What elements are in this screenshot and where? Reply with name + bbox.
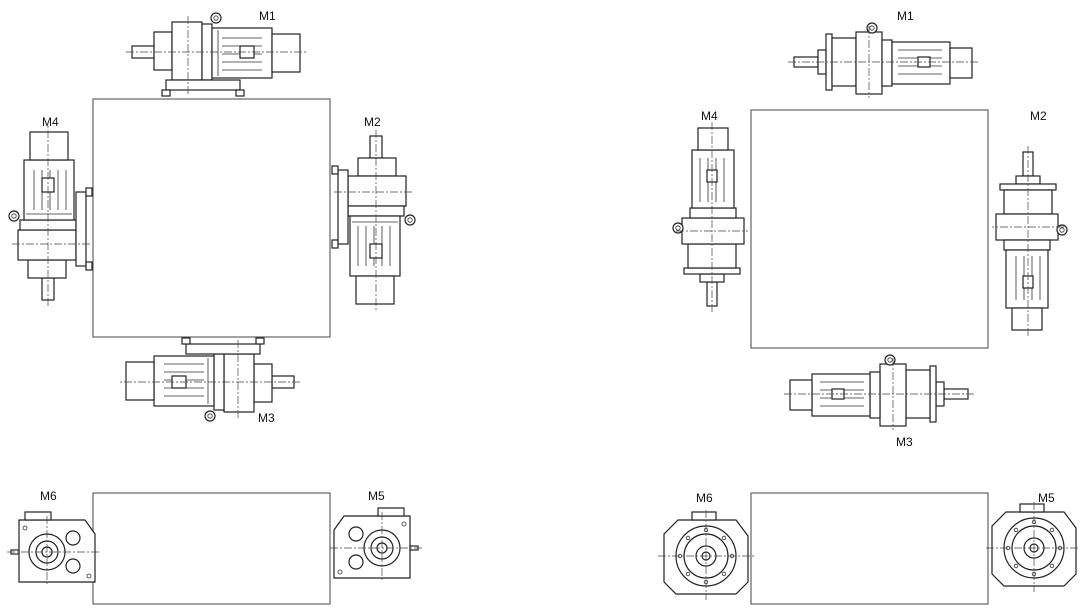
m4-foot-unit <box>8 123 93 307</box>
m5-flange-face <box>985 501 1080 593</box>
label-m5: M5 <box>368 489 385 503</box>
m5-face-view <box>329 507 423 583</box>
left-panel: M1 M3 M4 M2 M6 M5 <box>6 9 423 605</box>
m3-foot-unit <box>117 337 301 422</box>
label-m3: M3 <box>258 411 275 425</box>
label-m6-right: M6 <box>696 491 713 505</box>
m2-flange-unit <box>991 145 1068 337</box>
label-m5-right: M5 <box>1038 491 1055 505</box>
m4-flange-unit <box>672 121 749 313</box>
label-m2-right: M2 <box>1030 109 1047 123</box>
m1-foot-unit <box>125 12 309 97</box>
label-m1-right: M1 <box>897 9 914 23</box>
right-panel: M1 M3 M4 M2 M6 M5 <box>657 9 1080 605</box>
label-m6: M6 <box>40 489 57 503</box>
label-m2: M2 <box>364 115 381 129</box>
m3-flange-unit <box>783 354 975 431</box>
m2-foot-unit <box>331 129 416 313</box>
m1-flange-unit <box>787 22 979 99</box>
mounting-surface-box <box>92 98 331 338</box>
label-m4-right: M4 <box>701 109 718 123</box>
label-m4: M4 <box>42 115 59 129</box>
label-m3-right: M3 <box>896 435 913 449</box>
mounting-surface-box-right <box>750 109 989 349</box>
m6-flange-face <box>657 509 755 601</box>
mounting-surface-box-right-lower <box>750 492 989 605</box>
label-m1: M1 <box>259 9 276 23</box>
mounting-surface-box-lower <box>92 492 331 605</box>
m6-face-view <box>6 511 100 587</box>
